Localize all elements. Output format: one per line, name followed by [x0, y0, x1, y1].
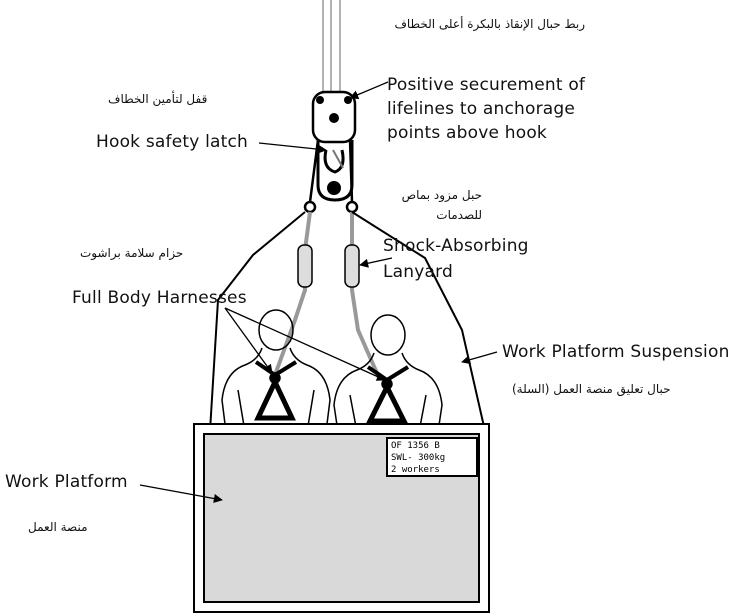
plate-line-1: OF 1356 B	[391, 441, 440, 451]
leader-arrows	[139, 81, 498, 504]
plate-line-2: SWL- 300kg	[391, 453, 446, 463]
label-ar-hook-latch: قفل لتأمين الخطاف	[108, 92, 208, 106]
worker-left	[221, 309, 331, 433]
worker-right	[333, 314, 443, 433]
lanyards	[273, 211, 382, 381]
label-full-body-harnesses: Full Body Harnesses	[72, 288, 247, 308]
hoist-cables	[322, 0, 341, 95]
platform-suspension-outline	[209, 211, 486, 432]
pulley-block	[311, 90, 357, 144]
label-ar-work-platform: منصة العمل	[28, 520, 88, 534]
plate-line-3: 2 workers	[391, 465, 440, 475]
load-rating-plate: OF 1356 B SWL- 300kg 2 workers	[386, 437, 478, 477]
label-ar-platform-suspension: حبال تعليق منصة العمل (السلة)	[512, 382, 671, 396]
label-hook-safety-latch: Hook safety latch	[96, 132, 249, 152]
label-positive-securement: Positive securement of lifelines to anch…	[387, 75, 586, 143]
hook	[316, 140, 354, 202]
label-shock-absorbing-lanyard: Shock-Absorbing Lanyard	[383, 236, 529, 282]
label-ar-parachute-harness: حزام سلامة براشوت	[80, 246, 184, 260]
label-work-platform-suspension: Work Platform Suspension	[502, 342, 730, 362]
label-ar-lifeline-anchor: ربط حبال الإنقاذ بالبكرة أعلى الخطاف	[394, 17, 585, 31]
label-work-platform: Work Platform	[5, 472, 128, 492]
label-ar-shock-lanyard: حبل مزود بماص للصدمات	[401, 188, 482, 222]
